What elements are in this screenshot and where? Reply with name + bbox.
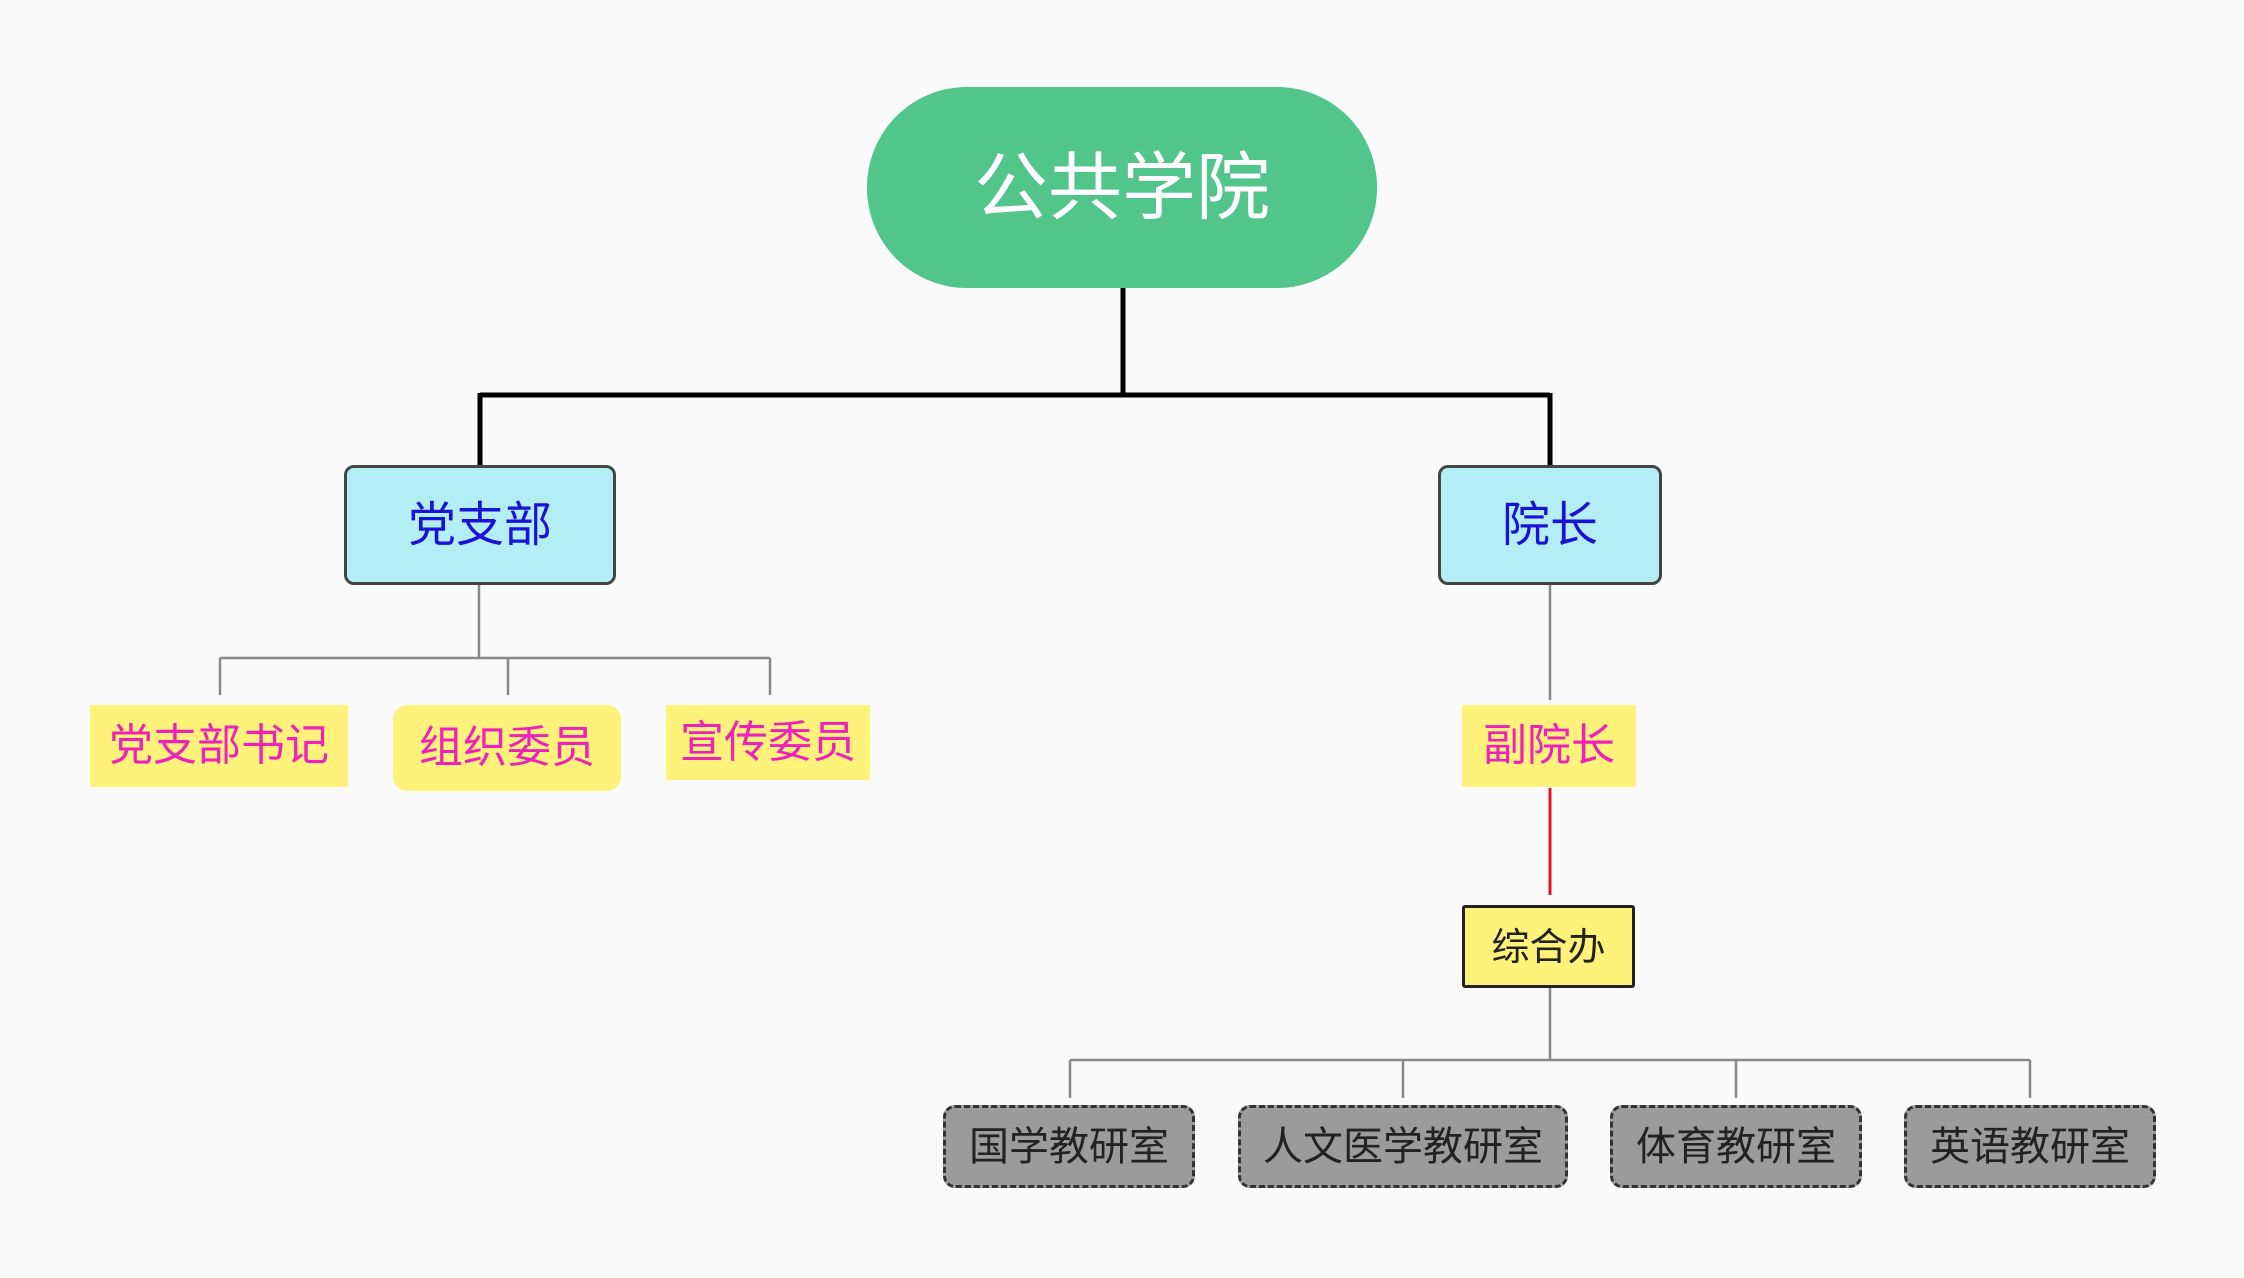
lab-node-chinese-studies: 国学教研室 (943, 1105, 1195, 1188)
party-secretary-node: 党支部书记 (90, 705, 348, 787)
root-node: 公共学院 (867, 87, 1377, 288)
organization-member-node: 组织委员 (393, 705, 621, 791)
general-office-node: 综合办 (1462, 905, 1635, 988)
connector-office-labs (1068, 988, 2032, 1098)
party-branch-node: 党支部 (344, 465, 616, 585)
lab-node-physical-education: 体育教研室 (1610, 1105, 1862, 1188)
connector-root-level1 (477, 288, 1553, 465)
publicity-member-node: 宣传委员 (666, 705, 870, 780)
connector-party-children (218, 585, 772, 695)
lab-node-medical-humanities: 人文医学教研室 (1238, 1105, 1568, 1188)
vice-dean-node: 副院长 (1462, 705, 1636, 787)
lab-node-english: 英语教研室 (1904, 1105, 2156, 1188)
dean-node: 院长 (1438, 465, 1662, 585)
